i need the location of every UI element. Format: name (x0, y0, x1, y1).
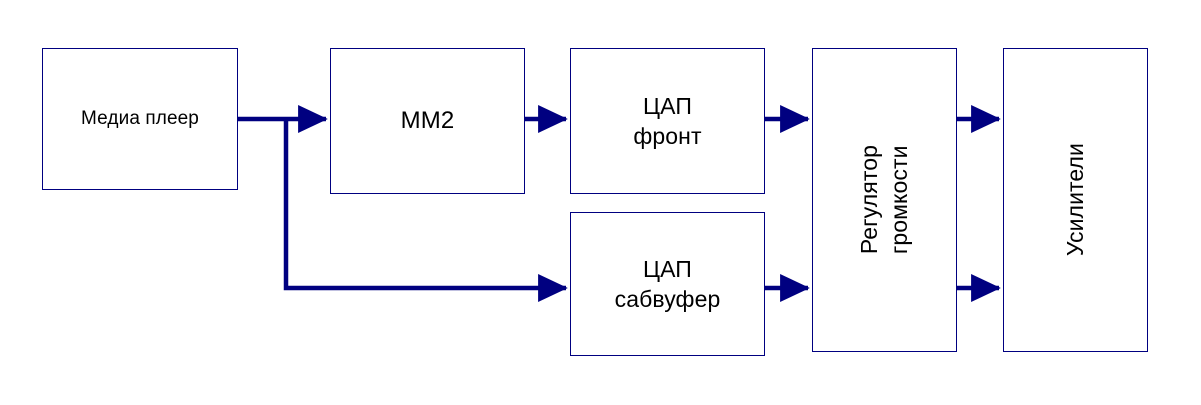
node-mm2-label: MM2 (400, 107, 455, 135)
connector-media-player-to-dac-sub (283, 119, 568, 302)
node-media-player[interactable]: Медиа плеер (42, 48, 238, 190)
node-dac-subwoofer-label: ЦАП сабвуфер (614, 255, 721, 312)
node-amplifiers[interactable]: Усилители (1003, 48, 1148, 352)
node-volume-control-label: Регулятор громкости (855, 145, 912, 255)
node-volume-control[interactable]: Регулятор громкости (812, 48, 957, 352)
node-dac-front-label: ЦАП фронт (633, 92, 702, 149)
node-media-player-label: Медиа плеер (81, 108, 199, 130)
node-dac-subwoofer[interactable]: ЦАП сабвуфер (570, 212, 765, 356)
node-dac-front[interactable]: ЦАП фронт (570, 48, 765, 194)
node-mm2[interactable]: MM2 (330, 48, 525, 194)
node-amplifiers-label: Усилители (1061, 143, 1088, 257)
